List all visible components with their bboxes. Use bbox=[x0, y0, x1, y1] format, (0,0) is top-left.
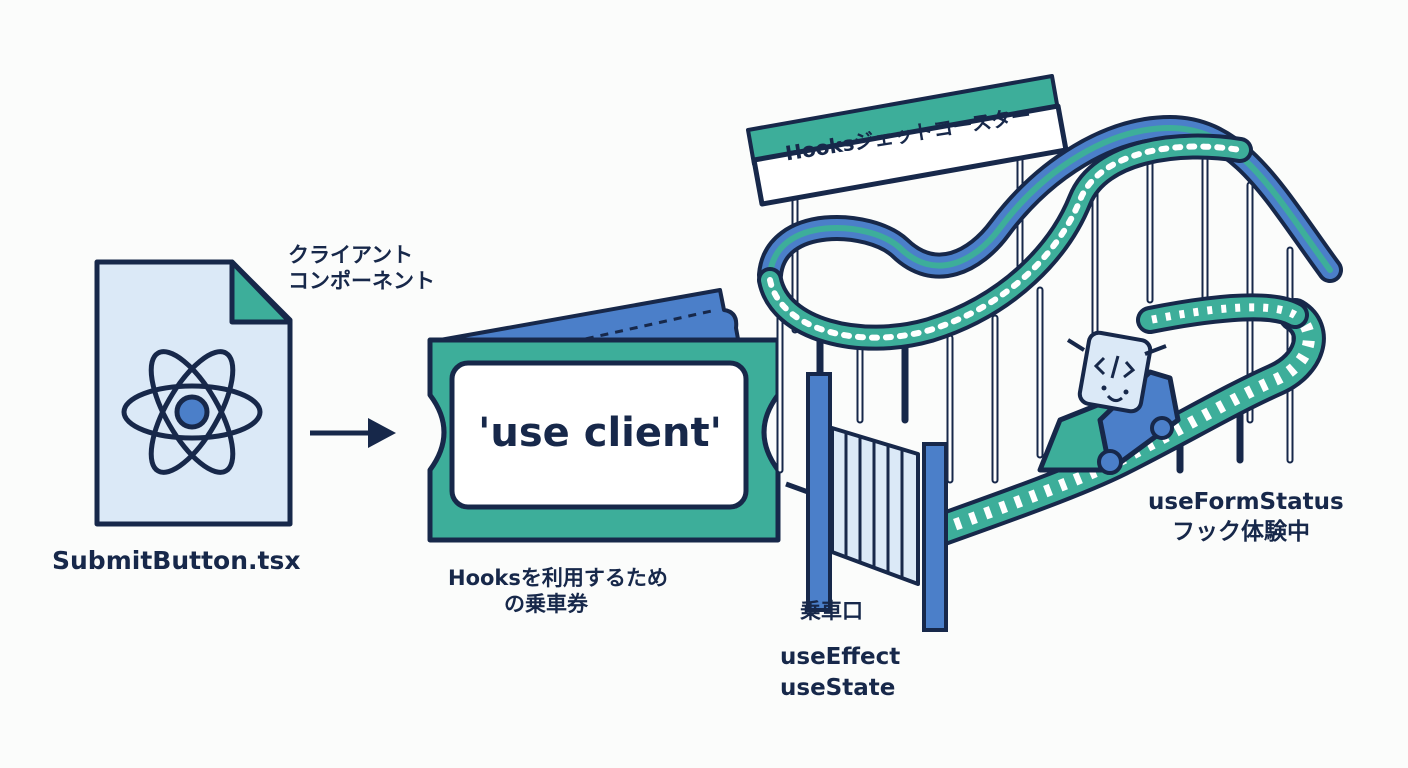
rider-label-line1: useFormStatus bbox=[1148, 489, 1344, 515]
coaster-cart bbox=[1037, 330, 1181, 475]
rider-label: useFormStatus フック体験中 bbox=[1148, 488, 1344, 548]
client-component-label: クライアント コンポーネント bbox=[288, 242, 435, 295]
file-document bbox=[94, 259, 293, 527]
ticket-caption-line2: の乗車券 bbox=[504, 592, 588, 617]
client-component-line1: クライアント bbox=[288, 243, 414, 267]
code-icon bbox=[1066, 330, 1167, 414]
gate-hook-use-state: useState bbox=[780, 675, 896, 702]
gate-hooks: useEffect useState bbox=[780, 642, 900, 704]
ticket bbox=[427, 288, 781, 543]
ticket-text: 'use client' bbox=[478, 410, 722, 456]
ticket-caption: Hooksを利用するため の乗車券 bbox=[448, 565, 668, 618]
roller-coaster bbox=[746, 74, 1343, 547]
gate-label: 乗車口 bbox=[800, 599, 863, 623]
rider-label-line2: フック体験中 bbox=[1172, 518, 1310, 545]
coaster-sign bbox=[746, 74, 1069, 207]
react-atom-icon bbox=[121, 349, 263, 475]
file-name: SubmitButton.tsx bbox=[52, 546, 301, 575]
arrow-to-ticket bbox=[310, 418, 396, 448]
entry-gate bbox=[806, 372, 948, 632]
ticket-caption-line1: Hooksを利用するため bbox=[448, 566, 668, 590]
client-component-line2: コンポーネント bbox=[288, 269, 435, 294]
gate-hook-use-effect: useEffect bbox=[780, 644, 901, 670]
